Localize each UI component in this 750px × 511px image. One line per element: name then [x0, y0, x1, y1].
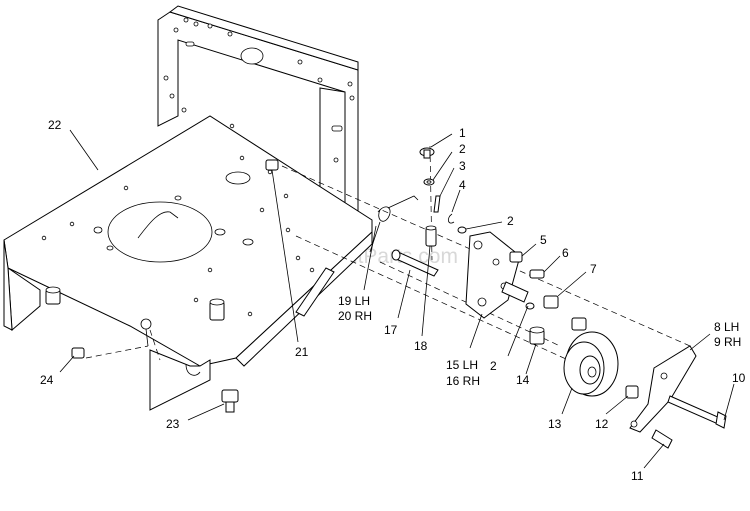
callout-labels: 1 2 3 4 2 5 6 7 8 LH 9 RH 10 11 12 13 14…: [40, 118, 746, 483]
parts: [71, 147, 727, 449]
callout-8-lh: 8 LH: [714, 320, 739, 334]
callout-2-washer-top: 2: [459, 142, 466, 156]
callout-12: 12: [595, 417, 609, 431]
side-plate: [140, 318, 211, 411]
callout-21: 21: [295, 345, 309, 359]
callout-13: 13: [548, 417, 562, 431]
callout-22: 22: [48, 118, 62, 132]
base-plate: [3, 115, 373, 367]
callout-7: 7: [590, 262, 597, 276]
callout-3: 3: [459, 159, 466, 173]
callout-17: 17: [384, 323, 398, 337]
leader-lines: [59, 129, 735, 469]
callout-15-lh: 15 LH: [446, 358, 478, 372]
callout-14: 14: [516, 373, 530, 387]
callout-20-rh: 20 RH: [338, 309, 372, 323]
callout-2-washer-right: 2: [507, 214, 514, 228]
callout-2-washer-lower: 2: [490, 359, 497, 373]
callout-1: 1: [459, 126, 466, 140]
callout-16-rh: 16 RH: [446, 374, 480, 388]
callout-24: 24: [40, 373, 54, 387]
callout-9-rh: 9 RH: [714, 335, 741, 349]
callout-5: 5: [540, 233, 547, 247]
callout-11: 11: [631, 469, 644, 483]
callout-18: 18: [414, 339, 428, 353]
callout-10: 10: [732, 371, 746, 385]
callout-6: 6: [562, 246, 569, 260]
callout-4: 4: [459, 178, 466, 192]
callout-23: 23: [166, 417, 180, 431]
callout-19-lh: 19 LH: [338, 294, 370, 308]
